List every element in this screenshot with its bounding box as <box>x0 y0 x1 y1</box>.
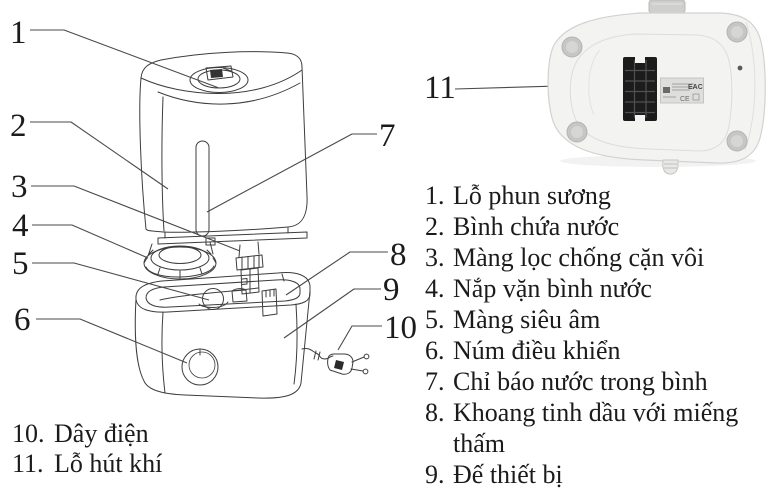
item-label: Lỗ phun sương <box>453 181 611 210</box>
leader-3 <box>31 185 241 252</box>
item-number: 2. <box>425 212 445 241</box>
leader-10 <box>337 325 382 351</box>
rating-label: EAC CE <box>660 77 704 104</box>
item-number: 9. <box>425 460 445 488</box>
item-label: Nắp vặn bình nước <box>453 274 652 303</box>
item-number: 7. <box>425 367 445 396</box>
device-bottom-photo: EAC CE <box>547 0 766 175</box>
callout-6: 6 <box>14 302 31 338</box>
eac-mark: EAC <box>688 84 703 91</box>
parts-list-item: 1. Lỗ phun sương <box>425 180 777 211</box>
power-plug <box>301 348 370 375</box>
leader-6 <box>36 318 188 364</box>
parts-list: 1. Lỗ phun sương 2. Bình chứa nước 3. Mà… <box>425 180 777 488</box>
parts-list-item: 6. Núm điều khiển <box>425 335 777 366</box>
callout-7: 7 <box>379 118 396 154</box>
parts-list-item: 7. Chỉ báo nước trong bình <box>425 366 777 397</box>
cord-grommet <box>662 159 679 175</box>
callout-3: 3 <box>11 169 28 205</box>
parts-list-item: 2. Bình chứa nước <box>425 211 777 242</box>
leader-2 <box>30 121 169 190</box>
leader-5 <box>32 262 210 301</box>
leader-9 <box>283 288 381 339</box>
air-intake-grille <box>623 57 657 121</box>
callout-5: 5 <box>12 246 29 282</box>
item-label: Đế thiết bị <box>453 460 563 488</box>
ultrasonic-membrane <box>198 288 229 310</box>
item-label: Màng lọc chống cặn vôi <box>453 243 705 272</box>
item-label: Chỉ báo nước trong bình <box>453 367 708 396</box>
callout-4: 4 <box>12 208 29 244</box>
mist-nozzle <box>189 65 249 93</box>
parts-list-item: 11. Lỗ hút khí <box>12 449 162 479</box>
parts-list-item: 10. Dây điện <box>12 419 162 449</box>
item-label: Núm điều khiển <box>453 336 621 365</box>
limescale-filter <box>235 241 264 295</box>
item-number: 10. <box>12 419 45 448</box>
callout-10: 10 <box>384 310 417 346</box>
item-number: 5. <box>425 305 445 334</box>
water-level-window <box>195 140 210 237</box>
leader-lines <box>30 29 629 364</box>
rubber-feet <box>561 21 748 152</box>
reset-hole <box>737 65 743 71</box>
callout-8: 8 <box>390 237 407 273</box>
water-tank <box>139 51 308 246</box>
humidifier-line-art <box>134 51 370 399</box>
item-label: Dây điện <box>54 419 149 448</box>
callout-2: 2 <box>10 108 27 144</box>
item-label: Lỗ hút khí <box>54 449 163 478</box>
knob-in-photo <box>648 0 686 14</box>
item-label: Màng siêu âm <box>453 305 601 334</box>
leader-4 <box>32 224 149 259</box>
item-number: 11. <box>12 449 44 478</box>
parts-list-item: 3. Màng lọc chống cặn vôi <box>425 242 777 273</box>
item-label: Khoang tinh dầu với miếng thấm <box>453 398 739 458</box>
parts-list-item: 8. Khoang tinh dầu với miếng thấm <box>425 397 777 459</box>
parts-list-item: 5. Màng siêu âm <box>425 304 777 335</box>
item-number: 1. <box>425 181 445 210</box>
base-unit <box>134 272 311 399</box>
ce-mark: CE <box>680 96 690 103</box>
callout-1: 1 <box>10 15 27 51</box>
item-number: 8. <box>425 398 445 427</box>
tank-screw-cap <box>143 241 217 280</box>
tank-bottom-plate <box>157 227 308 245</box>
item-label: Bình chứa nước <box>453 212 620 241</box>
recessed-ring <box>569 33 733 152</box>
callout-9: 9 <box>383 272 400 308</box>
parts-list-item: 9. Đế thiết bị <box>425 459 777 488</box>
leader-7 <box>206 133 377 213</box>
item-number: 3. <box>425 243 445 272</box>
parts-list-item: 4. Nắp vặn bình nước <box>425 273 777 304</box>
leader-1 <box>30 29 220 89</box>
item-number: 4. <box>425 274 445 303</box>
item-number: 6. <box>425 336 445 365</box>
aroma-compartment <box>261 288 278 317</box>
bottom-parts-list: 10. Dây điện 11. Lỗ hút khí <box>12 419 162 479</box>
callout-11: 11 <box>424 70 456 106</box>
control-knob <box>181 348 219 386</box>
leader-8 <box>285 251 388 296</box>
